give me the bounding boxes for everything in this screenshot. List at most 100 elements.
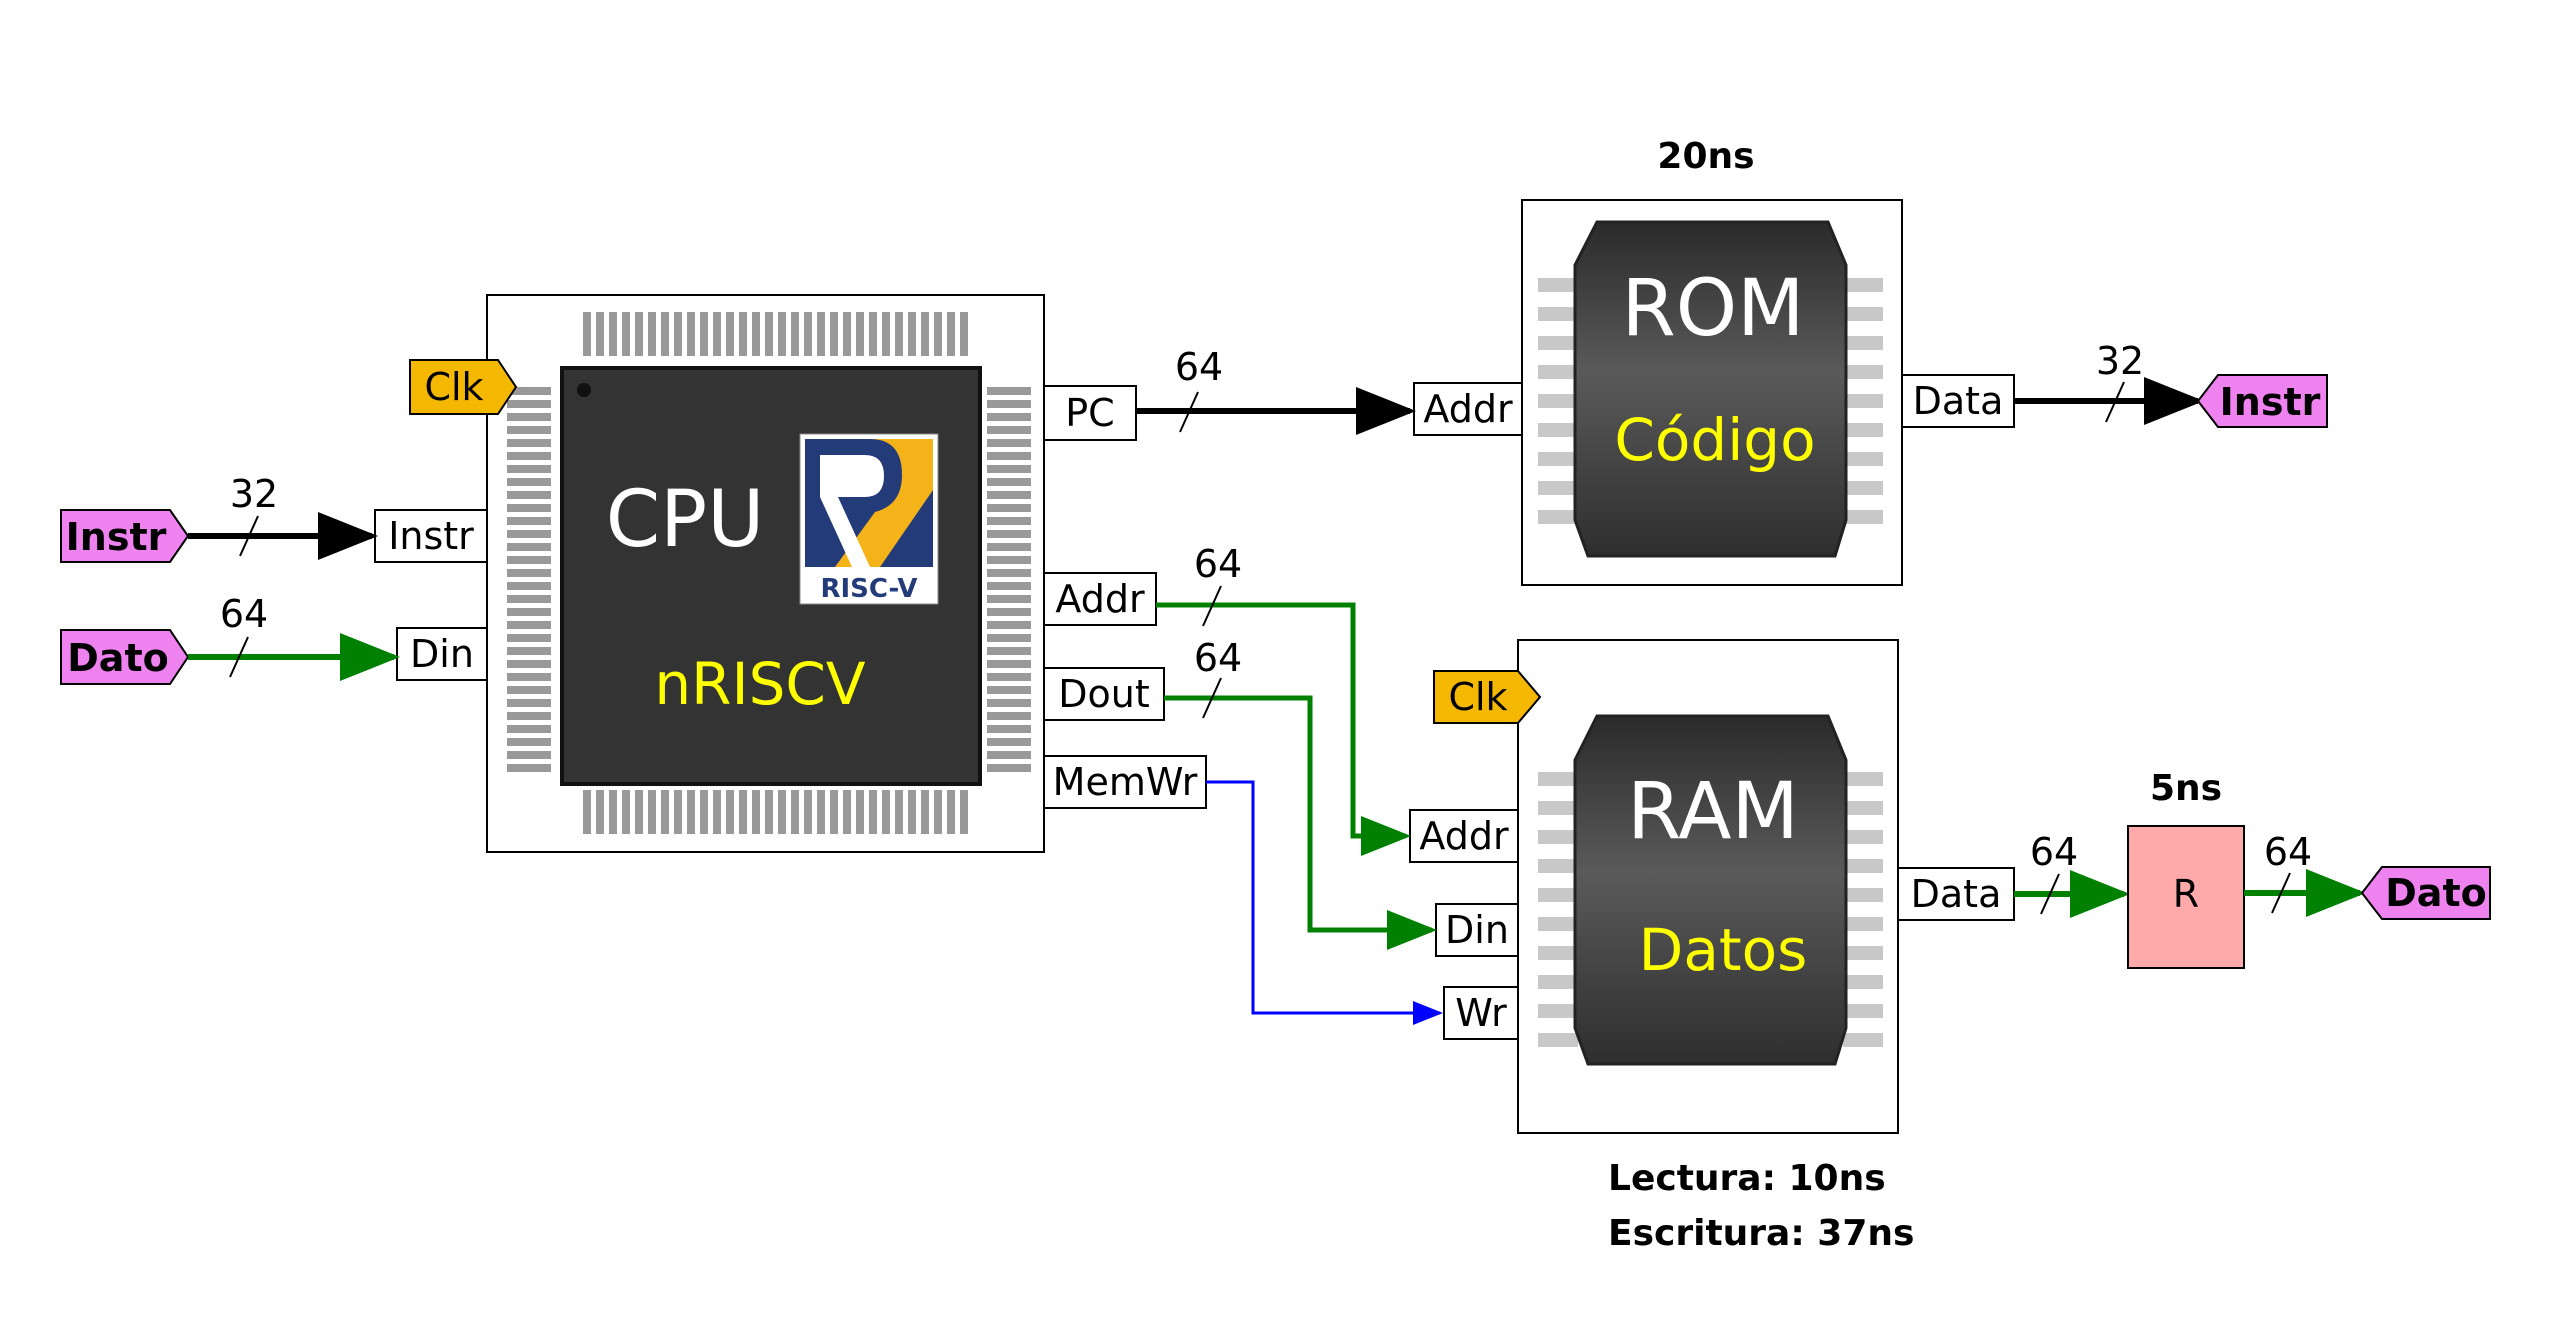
chip-pin <box>1538 975 1578 989</box>
cpu-pin <box>856 790 864 834</box>
chip-pin <box>1538 278 1578 292</box>
dout-bus <box>1164 695 1437 950</box>
cpu-pin <box>507 621 551 629</box>
cpu-pin <box>507 413 551 421</box>
chip-pin <box>1538 917 1578 931</box>
cpu-pin <box>830 312 838 356</box>
cpu-pin <box>987 673 1031 681</box>
cpu-pin <box>648 790 656 834</box>
cpu-port-addr <box>1043 572 1157 626</box>
ram-port-addr <box>1409 809 1519 863</box>
cpu-pin <box>687 312 695 356</box>
cpu-pin <box>791 790 799 834</box>
ram-port-addr-label: Addr <box>1419 814 1509 858</box>
cpu-pin <box>713 312 721 356</box>
cpu-pin <box>804 790 812 834</box>
cpu-pin <box>987 647 1031 655</box>
cpu-port-addr-label: Addr <box>1055 577 1145 621</box>
chip-pin <box>1538 859 1578 873</box>
cpu-pin <box>609 312 617 356</box>
cpu-pin <box>596 312 604 356</box>
cpu-pin <box>700 790 708 834</box>
cpu-pin <box>507 400 551 408</box>
cpu-pin <box>507 478 551 486</box>
cpu-port-dout-label: Dout <box>1058 672 1150 716</box>
cpu-pin <box>987 725 1031 733</box>
cpu-pin <box>987 569 1031 577</box>
addr-bus <box>1156 602 1411 856</box>
cpu-pin <box>596 790 604 834</box>
cpu-pin <box>622 312 630 356</box>
cpu-pin <box>987 491 1031 499</box>
cpu-pin <box>987 582 1031 590</box>
cpu-pin <box>507 738 551 746</box>
cpu-port-instr-label: Instr <box>388 514 474 558</box>
cpu-pin <box>507 595 551 603</box>
cpu-pin <box>507 647 551 655</box>
reg-out-width: 64 <box>2264 830 2312 874</box>
rom-timing: 20ns <box>1657 136 1754 177</box>
cpu-pin <box>987 504 1031 512</box>
cpu-pin <box>960 312 968 356</box>
ram-pins <box>1538 772 1883 1047</box>
chip-pin <box>1843 975 1883 989</box>
instr-output-label: Instr <box>2220 380 2321 424</box>
chip-pin <box>1843 1004 1883 1018</box>
dato-output-tag <box>2360 866 2491 920</box>
cpu-pin <box>507 686 551 694</box>
ram-port-data-label: Data <box>1911 872 2002 916</box>
cpu-pin <box>987 413 1031 421</box>
cpu-pin <box>507 517 551 525</box>
cpu-pin <box>507 452 551 460</box>
cpu-pin <box>674 790 682 834</box>
register-r <box>2127 825 2245 969</box>
ram-title: RAM <box>1627 767 1799 857</box>
rom-block: ROM Código 20ns Addr Data <box>1413 136 2015 586</box>
dato-output-label: Dato <box>2385 871 2486 915</box>
chip-pin <box>1843 510 1883 524</box>
cpu-pin <box>843 790 851 834</box>
cpu-pin <box>830 790 838 834</box>
ram-port-din-label: Din <box>1445 908 1509 952</box>
ram-data-slash <box>2040 873 2060 915</box>
cpu-pin <box>648 312 656 356</box>
chip-pin <box>1538 888 1578 902</box>
cpu-pin <box>987 543 1031 551</box>
cpu-port-memwr-label: MemWr <box>1053 760 1198 804</box>
ram-data-width: 64 <box>2030 830 2078 874</box>
rom-data-width: 32 <box>2096 339 2144 383</box>
rom-port-addr <box>1413 382 1523 436</box>
ram-timing-read: Lectura: 10ns <box>1608 1158 1886 1199</box>
cpu-pin <box>507 426 551 434</box>
cpu-pin <box>987 387 1031 395</box>
chip-pin <box>1538 1033 1578 1047</box>
ram-clk-tag <box>1433 670 1542 724</box>
cpu-pin <box>987 608 1031 616</box>
cpu-pin <box>921 790 929 834</box>
cpu-port-dout <box>1043 667 1165 721</box>
instr-input-slash <box>239 515 259 557</box>
chip-pin <box>1538 1004 1578 1018</box>
cpu-port-pc-label: PC <box>1065 391 1114 435</box>
cpu-pin <box>895 790 903 834</box>
dato-input-tag <box>60 629 190 685</box>
chip-pin <box>1843 452 1883 466</box>
chip-pin <box>1843 423 1883 437</box>
pc-bus-width: 64 <box>1175 345 1223 389</box>
dout-bus-slash <box>1202 677 1222 719</box>
chip-pin <box>1843 946 1883 960</box>
ram-timing-write: Escritura: 37ns <box>1608 1213 1914 1254</box>
riscv-logo-text: RISC-V <box>820 574 917 604</box>
cpu-pin <box>947 312 955 356</box>
rom-pins <box>1538 278 1883 524</box>
cpu-pin <box>804 312 812 356</box>
cpu-pin <box>843 312 851 356</box>
instr-output-tag <box>2196 374 2328 428</box>
cpu-pin <box>583 790 591 834</box>
cpu-pin <box>960 790 968 834</box>
cpu-title: CPU <box>606 475 765 565</box>
cpu-pin <box>507 751 551 759</box>
cpu-pin <box>507 504 551 512</box>
chip-pin <box>1843 394 1883 408</box>
